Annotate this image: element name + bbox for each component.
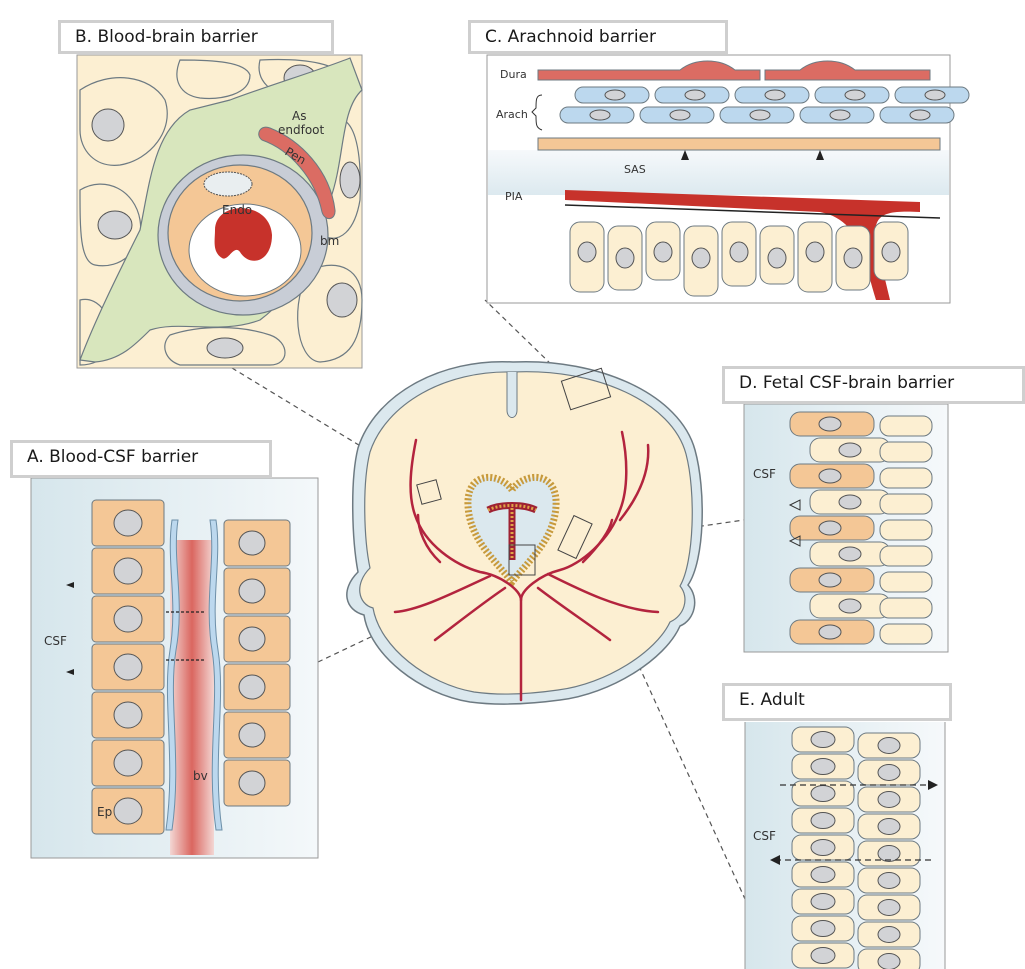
cell-nucleus: [114, 702, 142, 728]
cell-nucleus: [844, 248, 862, 268]
label-arach: Arach: [496, 108, 528, 121]
panel-a-blood-csf-barrier: CSF Ep bv: [31, 478, 318, 858]
neuroepithelial-cell: [880, 546, 932, 566]
cell-nucleus: [578, 242, 596, 262]
label-ep: Ep: [97, 805, 112, 819]
label-pia: PIA: [505, 190, 523, 203]
barrier-cell-layer: [538, 138, 940, 150]
cell-nucleus: [692, 248, 710, 268]
cell-nucleus: [878, 765, 900, 781]
cell-nucleus: [605, 90, 625, 100]
sas-space: [488, 150, 949, 195]
cell-nucleus: [811, 813, 835, 829]
neuroepithelial-cell: [880, 442, 932, 462]
panel-e-adult: CSF: [745, 722, 945, 969]
cell-nucleus: [839, 599, 861, 613]
cell-nucleus: [114, 510, 142, 536]
neuroepithelial-cell: [880, 416, 932, 436]
cell-nucleus: [830, 110, 850, 120]
label-csf-d: CSF: [753, 467, 776, 481]
cell-nucleus: [819, 573, 841, 587]
cell-nucleus: [811, 867, 835, 883]
neuroepithelial-cell: [880, 572, 932, 592]
label-csf: CSF: [44, 634, 67, 648]
cell-nucleus: [878, 738, 900, 754]
label-as: As: [292, 109, 306, 123]
cell-nucleus: [239, 531, 265, 555]
cell-nucleus: [839, 547, 861, 561]
cell-nucleus: [114, 654, 142, 680]
neuroepithelial-cell: [880, 520, 932, 540]
label-bv: bv: [193, 769, 208, 783]
cell-nucleus: [239, 627, 265, 651]
neuroepithelial-cell: [880, 494, 932, 514]
panel-a-title: A. Blood-CSF barrier: [10, 440, 272, 478]
cell-nucleus: [811, 921, 835, 937]
cell-nucleus: [878, 846, 900, 862]
cell-nucleus: [239, 723, 265, 747]
cell-nucleus: [239, 579, 265, 603]
cell-nucleus: [239, 675, 265, 699]
cell-nucleus: [616, 248, 634, 268]
cell-nucleus: [839, 495, 861, 509]
cell-nucleus: [878, 927, 900, 943]
cell-nucleus: [811, 786, 835, 802]
cell-nucleus: [730, 242, 748, 262]
parenchyma-cells: [570, 222, 908, 296]
label-endo: Endo: [222, 203, 252, 217]
cell-nucleus: [819, 625, 841, 639]
cell-nucleus: [845, 90, 865, 100]
cell-nucleus: [811, 759, 835, 775]
cell-nucleus: [590, 110, 610, 120]
neuroepithelial-cells: [790, 412, 932, 644]
cell-nucleus: [819, 469, 841, 483]
label-csf-e: CSF: [753, 829, 776, 843]
neuroepithelial-cell: [880, 624, 932, 644]
cell-nucleus: [910, 110, 930, 120]
neuroepithelial-cell: [880, 598, 932, 618]
neuroepithelial-cell: [880, 468, 932, 488]
panel-c-title: C. Arachnoid barrier: [468, 20, 728, 54]
brain-section: [347, 362, 702, 704]
cell-nucleus: [670, 110, 690, 120]
cell-nucleus: [654, 242, 672, 262]
cell-nucleus: [878, 900, 900, 916]
label-dura: Dura: [500, 68, 527, 81]
cell-nucleus: [882, 242, 900, 262]
cell-nucleus: [811, 894, 835, 910]
cell-nucleus: [765, 90, 785, 100]
panel-b-title: B. Blood-brain barrier: [58, 20, 334, 54]
cell-nucleus: [819, 521, 841, 535]
endothelial-nucleus: [204, 172, 252, 196]
panel-d-title: D. Fetal CSF-brain barrier: [722, 366, 1025, 404]
cell-nucleus: [806, 242, 824, 262]
label-endfoot: endfoot: [278, 123, 325, 137]
panel-d-fetal-csf-brain-barrier: CSF: [744, 404, 948, 652]
cell-nucleus: [878, 873, 900, 889]
cell-nucleus: [925, 90, 945, 100]
panel-c-arachnoid-barrier: Dura Arach SAS PIA: [487, 55, 969, 303]
cell-nucleus: [878, 819, 900, 835]
midline-fissure: [507, 372, 517, 418]
cell-nucleus: [878, 792, 900, 808]
cell-nucleus: [768, 248, 786, 268]
cell-nucleus: [750, 110, 770, 120]
cell-nucleus: [239, 771, 265, 795]
cell-nucleus: [114, 798, 142, 824]
label-sas: SAS: [624, 163, 646, 176]
cell-nucleus: [114, 606, 142, 632]
panel-e-title: E. Adult: [722, 683, 952, 721]
cell-nucleus: [685, 90, 705, 100]
cell-nucleus: [811, 948, 835, 964]
cell-nucleus: [811, 840, 835, 856]
cell-nucleus: [114, 750, 142, 776]
cell-nucleus: [819, 417, 841, 431]
cell-nucleus: [839, 443, 861, 457]
cell-nucleus: [811, 732, 835, 748]
panel-b-blood-brain-barrier: As endfoot Pen Endo bm: [77, 55, 362, 368]
cell-nucleus: [114, 558, 142, 584]
cell-nucleus: [878, 954, 900, 969]
label-bm: bm: [320, 234, 339, 248]
